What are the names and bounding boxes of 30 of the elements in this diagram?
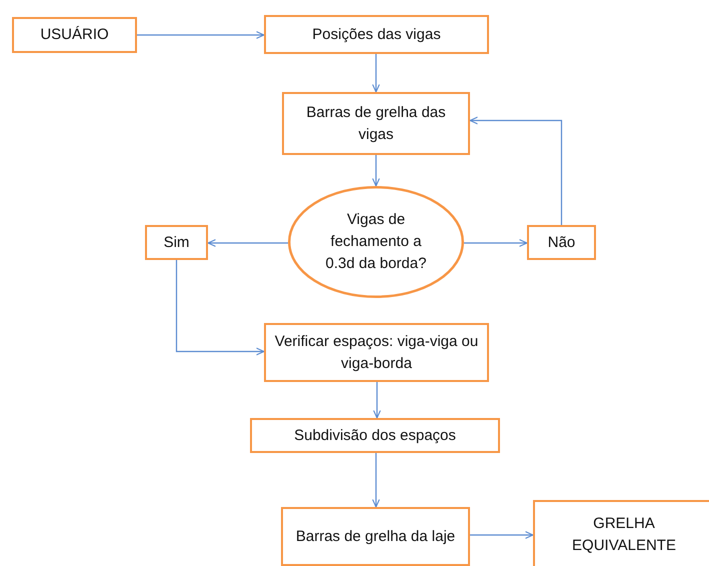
process-box — [533, 500, 709, 566]
process-box — [264, 15, 489, 54]
arrow — [464, 239, 528, 247]
node-label: Não — [548, 232, 576, 253]
process-box — [527, 225, 596, 260]
arrow — [372, 155, 380, 187]
process-box — [145, 225, 208, 260]
node-label: Sim — [164, 232, 190, 253]
node-label: Verificar espaços: viga-viga ou viga-borda — [274, 332, 480, 374]
node-label: Posições das vigas — [312, 24, 441, 45]
node-label: Subdivisão dos espaços — [294, 426, 456, 446]
arrow — [372, 453, 380, 508]
arrow — [469, 116, 562, 225]
process-box — [12, 17, 137, 53]
arrow — [373, 382, 381, 419]
arrow — [176, 260, 265, 356]
arrow — [470, 531, 534, 539]
node-label: Barras de grelha das vigas — [305, 102, 447, 144]
node-label: Vigas de fechamento a 0.3d da borda? — [324, 210, 428, 274]
decision-ellipse — [288, 186, 464, 298]
process-box — [264, 323, 489, 382]
node-label: GRELHA EQUIVALENTE — [571, 514, 677, 556]
node-label: Barras de grelha da laje — [296, 526, 456, 547]
arrow — [207, 239, 288, 247]
arrow — [372, 54, 380, 93]
process-box — [282, 92, 470, 155]
arrow — [137, 31, 265, 39]
process-box — [281, 507, 470, 566]
process-box — [250, 418, 500, 453]
node-label: USUÁRIO — [40, 25, 109, 46]
